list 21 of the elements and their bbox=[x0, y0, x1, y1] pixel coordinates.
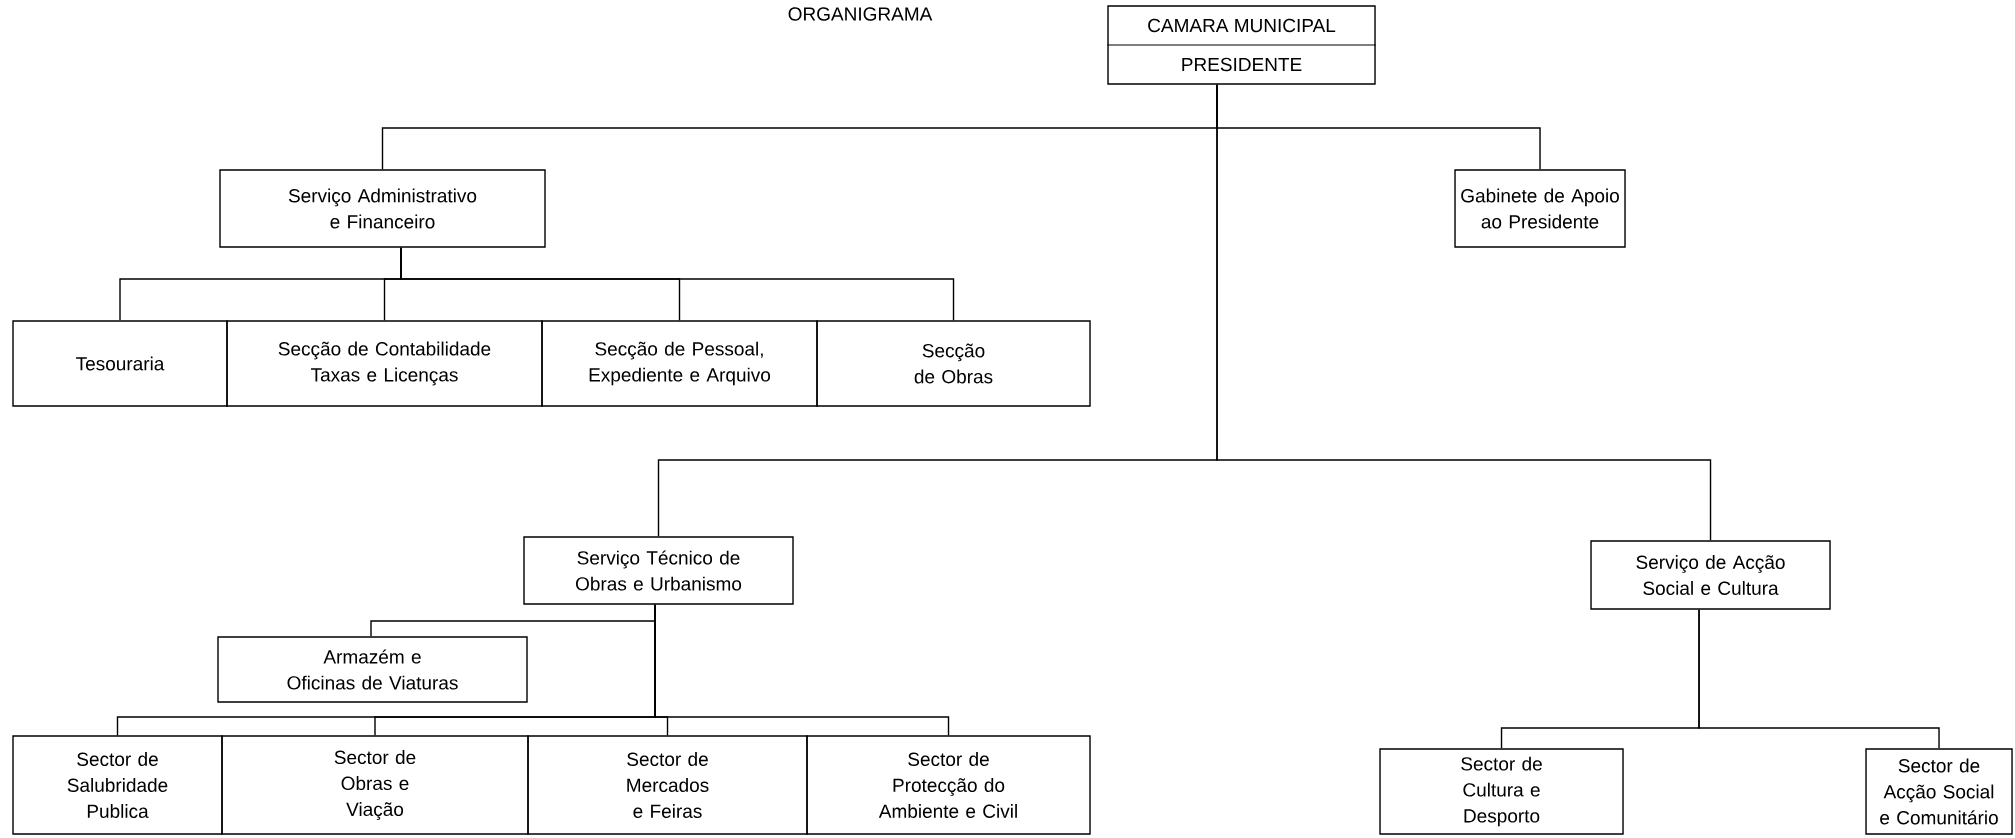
org-box: Armazém e Oficinas de Viaturas bbox=[217, 636, 528, 703]
connector bbox=[654, 604, 950, 736]
connector bbox=[400, 247, 955, 321]
org-box: Secção de Contabilidade Taxas e Licenças bbox=[226, 320, 543, 407]
connector bbox=[1216, 84, 1712, 541]
chart-title: ORGANIGRAMA bbox=[788, 7, 933, 21]
org-box: Serviço Técnico de Obras e Urbanismo bbox=[523, 536, 794, 605]
org-box: Gabinete de Apoio ao Presidente bbox=[1454, 169, 1626, 248]
org-box: Sector de Salubridade Publica bbox=[12, 735, 223, 835]
org-box: Sector de Protecção do Ambiente e Civil bbox=[806, 735, 1091, 835]
org-box: Sector de Mercados e Feiras bbox=[527, 735, 808, 835]
org-box: Serviço Administrativo e Financeiro bbox=[219, 169, 546, 248]
org-box: Secção de Pessoal, Expediente e Arquivo bbox=[541, 320, 818, 407]
header-box: CAMARA MUNICIPAL PRESIDENTE bbox=[1106, 5, 1377, 85]
connector bbox=[1698, 609, 1940, 749]
org-box: Sector de Obras e Viação bbox=[221, 735, 529, 835]
org-box: Secção de Obras bbox=[816, 320, 1091, 407]
org-box: Serviço de Acção Social e Cultura bbox=[1590, 540, 1831, 610]
org-box: Sector de Cultura e Desporto bbox=[1379, 748, 1624, 835]
org-box: Sector de Acção Social e Comunitário bbox=[1865, 748, 2013, 835]
org-box: Tesouraria bbox=[12, 320, 228, 407]
